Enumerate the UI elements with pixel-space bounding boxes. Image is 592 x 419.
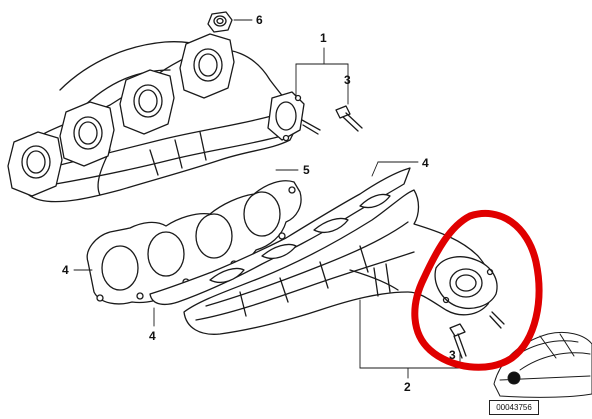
lower-manifold-gasket (149, 167, 411, 306)
upper-exhaust-manifold (7, 33, 321, 203)
callout-3-lower: 3 (449, 348, 456, 362)
bolt-lower (449, 323, 467, 359)
callout-5: 5 (303, 163, 310, 177)
callout-1: 1 (320, 31, 327, 45)
car-location-inset (493, 331, 592, 398)
reference-number: 00043756 (489, 400, 539, 415)
callout-6: 6 (256, 13, 263, 27)
callout-4-left: 4 (62, 263, 69, 277)
bolt-upper (335, 105, 363, 132)
callout-4-top: 4 (422, 156, 429, 170)
leader-lines (73, 19, 461, 379)
nut-part (207, 11, 233, 33)
callout-3-upper: 3 (344, 73, 351, 87)
upper-manifold-gasket (86, 180, 302, 305)
callout-4-bottom: 4 (149, 329, 156, 343)
lower-exhaust-manifold (183, 189, 505, 335)
highlight-circle (411, 209, 543, 371)
callout-2: 2 (404, 380, 411, 394)
